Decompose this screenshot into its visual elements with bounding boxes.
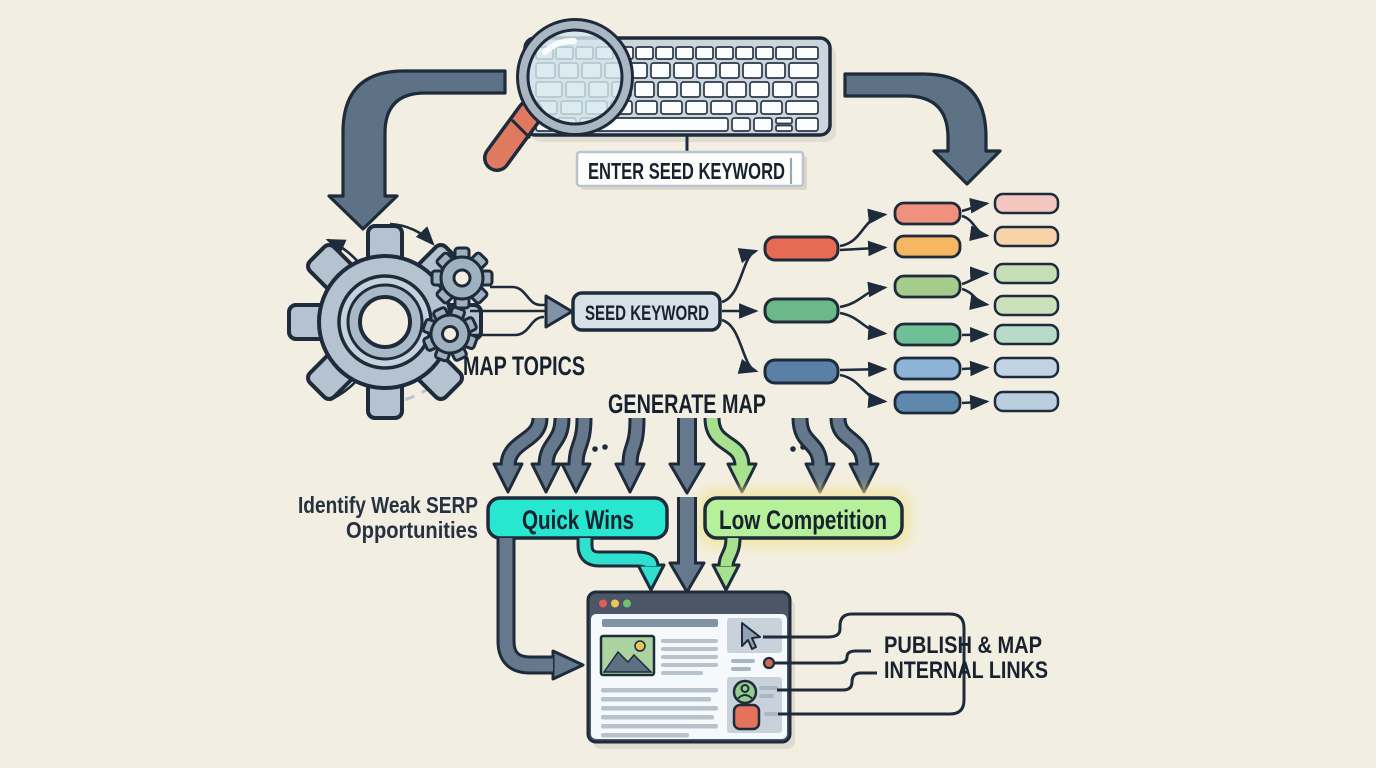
- fan-arrow-gray-4: [614, 417, 646, 494]
- arrow-keyboard-to-mindmap: [843, 72, 1002, 186]
- low-competition-rect: [703, 496, 904, 540]
- mindmap-edges: [721, 198, 990, 411]
- mountain-icon: [602, 650, 653, 673]
- gear-small-top-icon: [430, 246, 494, 310]
- arrows-to-browser: [496, 497, 742, 681]
- sidebar-text-line: [764, 712, 778, 716]
- fan-arrow-green: [703, 417, 758, 494]
- mindmap-node: [893, 356, 962, 381]
- low-competition-box: Low Competition: [703, 496, 904, 540]
- quick-wins-box: Quick Wins: [486, 496, 669, 540]
- publish-map-label-line1: PUBLISH & MAP: [884, 632, 1042, 659]
- mindmap-node: [993, 390, 1060, 413]
- seed-keyword-box: SEED KEYWORD: [571, 291, 722, 332]
- fan-arrow-gray-1: [492, 416, 549, 494]
- mindmap-node: [893, 201, 962, 226]
- mindmap-level3: [993, 192, 1060, 413]
- fan-arrow-gray-5: [791, 417, 836, 494]
- low-competition-label: Low Competition: [719, 505, 887, 535]
- traffic-light-green-icon: [623, 599, 631, 608]
- sidebar-text-line: [731, 667, 751, 671]
- mindmap-node: [993, 192, 1060, 215]
- sidebar-text-line: [759, 686, 778, 690]
- cta-button-icon: [732, 703, 761, 731]
- seed-input-field: [575, 150, 805, 188]
- callout-line-3: [777, 671, 877, 692]
- arrow-lowcomp-green: [711, 537, 742, 592]
- author-avatar-icon: [732, 679, 758, 705]
- magnifier-icon: [483, 18, 634, 172]
- fan-arrow-center: [668, 418, 706, 495]
- glass-highlight: [542, 37, 577, 55]
- callout-bracket: [763, 612, 966, 716]
- fan-arrow-gray-2: [530, 417, 571, 494]
- cursor-icon: [741, 622, 761, 650]
- enter-seed-keyword-label: ENTER SEED KEYWORD: [588, 158, 785, 184]
- seed-keyword-label: SEED KEYWORD: [585, 302, 709, 325]
- mindmap-node: [763, 358, 840, 385]
- map-topics-label: MAP TOPICS: [463, 351, 585, 381]
- mindmap-level1: [763, 235, 840, 385]
- arrow-quickwins-left-elbow: [496, 538, 585, 681]
- sidebar-text-line: [731, 659, 755, 663]
- arrow-keyboard-to-gears: [327, 69, 507, 231]
- hero-image-placeholder-icon: [599, 634, 656, 677]
- ellipsis-dot: [592, 446, 598, 452]
- fan-arrow-gray-6: [829, 416, 880, 494]
- mindmap-node: [763, 235, 840, 262]
- identify-weak-serp-line1: Identify Weak SERP: [298, 492, 478, 518]
- arrow-quickwins-cyan: [576, 538, 666, 592]
- magnifier-rim-outer-line: [516, 18, 634, 136]
- gears-illustration: [287, 222, 494, 420]
- mindmap-node: [893, 390, 962, 415]
- publish-map-label-line2: INTERNAL LINKS: [884, 657, 1048, 684]
- magnifier-rim: [518, 20, 632, 134]
- sun-icon: [634, 640, 646, 652]
- traffic-light-red-icon: [599, 599, 607, 608]
- mindmap-node: [993, 356, 1060, 379]
- mindmap-node: [763, 297, 840, 324]
- generate-map-label: GENERATE MAP: [608, 389, 766, 419]
- magnifier-glass: [528, 30, 622, 124]
- mindmap-node: [893, 274, 962, 299]
- body-text-lines: [601, 688, 718, 738]
- mindmap-node: [993, 225, 1060, 248]
- mindmap: [721, 192, 1060, 415]
- traffic-light-yellow-icon: [611, 599, 619, 608]
- callout-lines: [762, 612, 966, 716]
- sidebar-text-line: [759, 694, 774, 698]
- mindmap-node: [893, 322, 962, 347]
- mindmap-node: [993, 294, 1060, 317]
- intro-text-lines: [661, 639, 718, 675]
- fan-arrow-gray-3: [560, 417, 593, 494]
- magnifier-ferrule-line: [510, 118, 532, 140]
- callout-line-2: [774, 649, 871, 665]
- page-header-bar: [602, 619, 718, 627]
- magnifier-handle: [486, 102, 541, 169]
- enter-seed-keyword-box: ENTER SEED KEYWORD: [575, 150, 807, 190]
- gears-to-seed-lines: [470, 285, 574, 337]
- seed-keyword-rect: [571, 291, 722, 332]
- link-dot-icon: [762, 656, 776, 670]
- ellipsis-dot: [602, 444, 608, 450]
- ellipsis-dot: [790, 446, 796, 452]
- magnifier-rim-inner-line: [526, 28, 624, 126]
- gear-large-icon: [287, 224, 483, 420]
- quick-wins-label: Quick Wins: [522, 505, 634, 535]
- mindmap-node: [993, 323, 1060, 346]
- mindmap-node: [993, 262, 1060, 285]
- browser-window: [586, 590, 795, 749]
- identify-weak-serp-line2: Opportunities: [346, 517, 478, 543]
- merge-arrowhead: [544, 294, 574, 329]
- gear-small-bottom-icon: [421, 305, 479, 363]
- fan-arrows: [492, 416, 880, 495]
- mindmap-node: [893, 234, 962, 259]
- arrow-center-to-browser: [668, 497, 706, 594]
- mindmap-level2: [893, 201, 962, 415]
